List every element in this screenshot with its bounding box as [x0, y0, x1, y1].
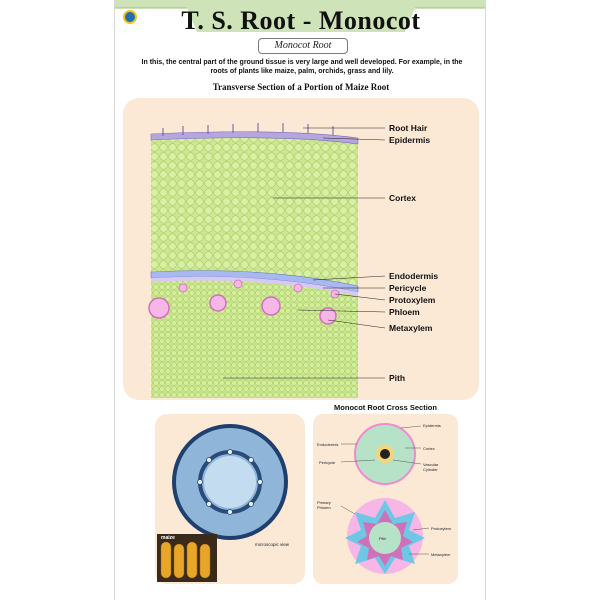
label-root-hair: Root Hair: [389, 123, 428, 133]
metaxylem-vessels: [148, 294, 337, 325]
top-stele-dot: [380, 449, 390, 459]
cross-section-panel: Epidermis Endodermis Cortex Pericycle Va…: [313, 414, 458, 584]
stele-tissue: [151, 280, 358, 398]
microscope-photo: [157, 424, 288, 582]
label-epidermis: Epidermis: [389, 135, 431, 145]
cs-label-epidermis: Epidermis: [423, 423, 441, 428]
maize-cobs: [160, 541, 211, 579]
label-cortex: Cortex: [389, 193, 416, 203]
poster: T. S. Root - Monocot Monocot Root In thi…: [114, 0, 486, 600]
label-pith: Pith: [389, 373, 406, 383]
maize-label: maize: [161, 535, 175, 541]
cs-label-pericycle: Pericycle: [319, 460, 336, 465]
label-leader-lines: [223, 127, 386, 379]
maize-root-section-drawing: [148, 123, 386, 398]
section-title: Transverse Section of a Portion of Maize…: [212, 82, 390, 92]
label-protoxylem: Protoxylem: [389, 295, 436, 305]
maize-root-section-panel: Root Hair Epidermis Cortex Endodermis Pe…: [123, 98, 479, 400]
cs-label-endodermis: Endodermis: [317, 442, 339, 447]
cs-label-vascular-cylinder: Vascular Cylinder: [423, 462, 439, 472]
label-phloem: Phloem: [389, 307, 420, 317]
cross-section-drawing: [340, 423, 430, 574]
protoxylem-groups: [178, 279, 340, 299]
page-title: T. S. Root - Monocot: [181, 6, 421, 35]
pith-circle: [369, 522, 401, 554]
photo-panel: microscopic view maize: [155, 414, 305, 584]
label-pericycle: Pericycle: [389, 283, 427, 293]
cs-label-primary-phloem: Primary Phloem: [317, 500, 331, 510]
pericycle-layer: [151, 276, 358, 296]
cs-label-protoxylem: Protoxylem: [431, 526, 452, 531]
root-hairs: [162, 123, 334, 136]
cross-section-title: Monocot Root Cross Section: [334, 403, 437, 412]
subtitle-box: Monocot Root: [258, 38, 348, 54]
cs-label-cortex: Cortex: [423, 446, 435, 451]
cs-label-metaxylem: Metaxylem: [431, 552, 451, 557]
label-endodermis: Endodermis: [389, 271, 439, 281]
intro-text: In this, the central part of the ground …: [141, 59, 463, 75]
cs-label-pith: Pith: [379, 536, 386, 541]
title-band-graphic: [115, 0, 485, 32]
photo-pith: [204, 456, 256, 508]
publisher-logo-icon: [123, 10, 137, 24]
label-metaxylem: Metaxylem: [389, 323, 433, 333]
title-bar: T. S. Root - Monocot: [115, 0, 485, 40]
microscopic-view-label: microscopic view: [255, 542, 290, 547]
